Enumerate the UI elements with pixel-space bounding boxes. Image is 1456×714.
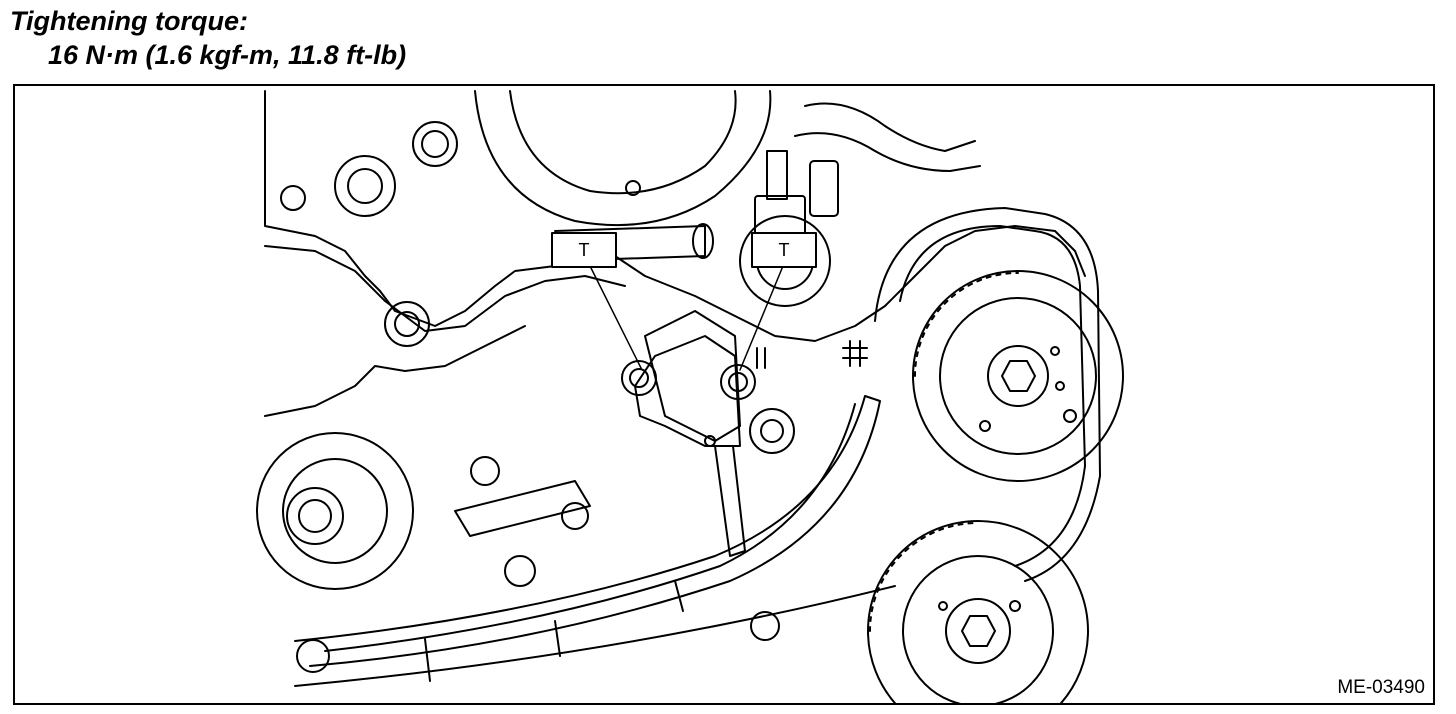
housing-outline-inner	[264, 245, 626, 332]
cam-hole-2	[1055, 381, 1065, 391]
sensor-connector-2	[766, 150, 788, 200]
cam-sprocket-lower	[867, 520, 1089, 703]
torque-spec: Tightening torque: 16 N·m (1.6 kgf-m, 11…	[10, 4, 406, 72]
idler-pulley	[256, 432, 414, 590]
guide-segment-1	[424, 638, 431, 682]
cam-hole-3	[979, 420, 991, 432]
cam-hole-1	[1050, 346, 1060, 356]
hatch-2	[756, 347, 766, 369]
torque-value: 16 N·m (1.6 kgf-m, 11.8 ft-lb)	[48, 40, 407, 70]
cam-hole-6	[938, 601, 948, 611]
callout-leader-right	[739, 265, 784, 371]
cam-sprocket-lower-center	[945, 598, 1011, 664]
housing-boss	[749, 408, 795, 454]
bolt-top-left-2	[334, 155, 396, 217]
belt-lower	[294, 585, 896, 687]
bolt-top-left-3	[280, 185, 306, 211]
lower-bolt	[504, 555, 536, 587]
cam-sprocket-lower-hub	[902, 555, 1054, 703]
tensioner-body	[644, 310, 741, 442]
tensioner-bolt-right-inner	[728, 372, 748, 392]
callout-label-left: T	[579, 240, 590, 260]
lower-bolt-2	[750, 611, 780, 641]
sprocket-teeth-lower	[869, 522, 979, 632]
guide-segment-2	[554, 620, 561, 657]
figure-id: ME-03490	[1337, 677, 1425, 698]
rod-bolt	[470, 456, 500, 486]
tensioner-bolt-right	[720, 364, 756, 400]
torque-title: Tightening torque:	[10, 6, 248, 36]
belt-guide-inner	[324, 403, 856, 652]
sensor-connector	[809, 160, 839, 217]
callout-label-right: T	[779, 240, 790, 260]
bolt-top-left-1-inner	[421, 130, 449, 158]
pulley-bolt	[625, 180, 641, 196]
hydraulic-rod	[454, 480, 591, 537]
cam-sprocket-upper-center	[987, 345, 1049, 407]
tensioner-bolt-left-inner	[629, 368, 649, 388]
hatch-1	[842, 340, 868, 367]
hose	[804, 102, 976, 152]
pipe	[554, 225, 706, 262]
cam-bolt-lower	[961, 615, 996, 647]
engine-diagram: T T	[256, 90, 1124, 703]
idler-pulley-hub	[286, 487, 344, 545]
upper-pulley	[474, 90, 772, 227]
idler-pulley-center	[298, 499, 332, 533]
callout-box-left	[551, 232, 617, 268]
callout-leader-left	[589, 265, 642, 369]
cam-sprocket-upper-hub	[939, 297, 1097, 455]
bolt-top-left-1	[412, 121, 458, 167]
cam-hole-4	[1063, 409, 1077, 423]
guide-tail	[714, 445, 746, 557]
rod-bolt-2	[561, 502, 589, 530]
upper-pulley-inner	[509, 90, 737, 195]
tensioner-bolt-left	[621, 360, 657, 396]
cam-bolt-upper	[1001, 360, 1036, 392]
tensioner-arm	[634, 335, 741, 447]
cam-sprocket-upper	[912, 270, 1124, 482]
bolt-top-left-4-inner	[394, 311, 420, 337]
housing-boss-inner	[760, 419, 784, 443]
guide-pivot-left	[296, 639, 330, 673]
sprocket-teeth-upper	[914, 272, 1019, 377]
timing-belt-outer	[874, 207, 1101, 582]
timing-belt	[899, 225, 1086, 567]
guide-segment-3	[674, 580, 684, 612]
bolt-top-left-2-inner	[347, 168, 383, 204]
hose-edge	[794, 132, 981, 172]
idler-pulley-ring	[282, 458, 388, 564]
thermostat-housing	[739, 215, 831, 307]
tensioner-pin	[704, 435, 716, 447]
housing-lower-left	[264, 325, 526, 417]
belt-guide	[294, 395, 881, 667]
callout-box-right	[751, 232, 817, 268]
bolt-top-left-4	[384, 301, 430, 347]
diagram-frame: T T ME-03490	[13, 84, 1435, 705]
housing-outline	[264, 90, 1086, 342]
pipe-end	[692, 223, 714, 259]
cam-hole-5	[1009, 600, 1021, 612]
